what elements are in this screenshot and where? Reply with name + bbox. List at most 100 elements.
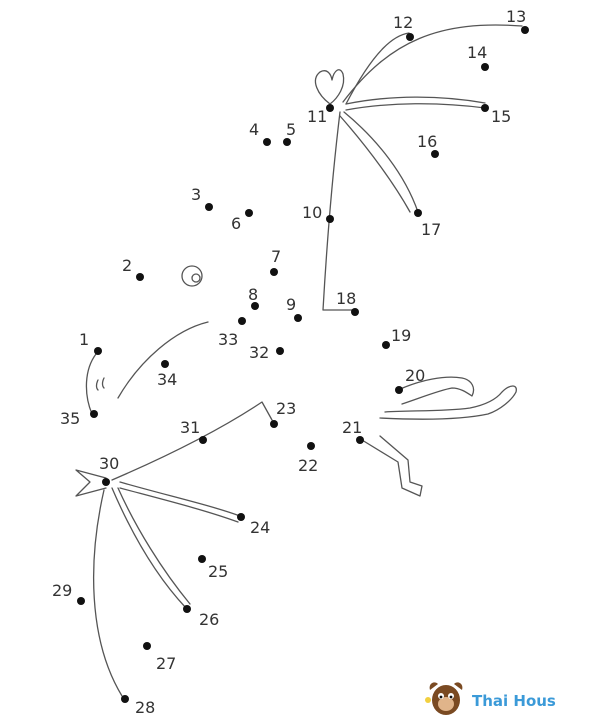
dot-label: 25 xyxy=(208,562,228,581)
dot-35[interactable]: 35 xyxy=(60,409,98,428)
lower-wing-feather-top xyxy=(111,401,273,481)
dot-label: 13 xyxy=(506,7,526,26)
dot-label: 27 xyxy=(156,654,176,673)
lower-wing-feather-right xyxy=(119,481,241,517)
dot-label: 12 xyxy=(393,13,413,32)
dot-label: 4 xyxy=(249,120,259,139)
dot-6[interactable]: 6 xyxy=(231,209,253,233)
dot-31[interactable]: 31 xyxy=(180,418,207,444)
logo-text: Thai Hous xyxy=(472,692,556,710)
dot-4[interactable]: 4 xyxy=(249,120,271,146)
dot-7[interactable]: 7 xyxy=(270,247,281,276)
dot-11[interactable]: 11 xyxy=(307,104,334,126)
dot-30[interactable]: 30 xyxy=(99,454,119,486)
mouth-detail-2 xyxy=(101,377,105,389)
dot-label: 26 xyxy=(199,610,219,629)
leg-foot-lower xyxy=(379,385,517,420)
dot-25[interactable]: 25 xyxy=(198,555,228,581)
dot-29[interactable]: 29 xyxy=(52,581,85,605)
dot-28[interactable]: 28 xyxy=(121,695,155,715)
dot-32[interactable]: 32 xyxy=(249,343,284,362)
dot-label: 8 xyxy=(248,285,258,304)
wing-heart-shape xyxy=(314,69,345,105)
dot-3[interactable]: 3 xyxy=(191,185,213,211)
dot-label: 32 xyxy=(249,343,269,362)
dot-label: 1 xyxy=(79,330,89,349)
eye-outer xyxy=(181,265,203,287)
lower-wing-tip xyxy=(75,469,107,497)
upper-wing-feather-outer xyxy=(342,24,523,103)
mouth-detail-1 xyxy=(95,379,99,391)
cartoon-mascot-icon xyxy=(425,682,463,715)
dot-label: 5 xyxy=(286,120,296,139)
dot-label: 24 xyxy=(250,518,270,537)
lower-wing-feather-right2 xyxy=(119,487,239,523)
dot-label: 3 xyxy=(191,185,201,204)
dot-label: 7 xyxy=(271,247,281,266)
dot-label: 31 xyxy=(180,418,200,437)
dot-label: 35 xyxy=(60,409,80,428)
dot-label: 14 xyxy=(467,43,487,62)
dot-label: 11 xyxy=(307,107,327,126)
dot-16[interactable]: 16 xyxy=(417,132,439,158)
dot-label: 29 xyxy=(52,581,72,600)
mouth-curve xyxy=(85,353,97,415)
dot-10[interactable]: 10 xyxy=(302,203,334,223)
dot-15[interactable]: 15 xyxy=(481,104,511,126)
dot-8[interactable]: 8 xyxy=(248,285,259,310)
dot-12[interactable]: 12 xyxy=(393,13,414,41)
body-edge-right xyxy=(322,111,353,311)
dot-34[interactable]: 34 xyxy=(157,360,177,389)
upper-wing-feather-mid2 xyxy=(345,103,486,111)
dot-20[interactable]: 20 xyxy=(395,366,425,394)
dot-23[interactable]: 23 xyxy=(270,399,296,428)
dot-22[interactable]: 22 xyxy=(298,442,318,475)
dot-9[interactable]: 9 xyxy=(286,295,302,322)
dot-label: 20 xyxy=(405,366,425,385)
dot-label: 16 xyxy=(417,132,437,151)
dot-26[interactable]: 26 xyxy=(183,605,219,629)
dot-label: 15 xyxy=(491,107,511,126)
dot-label: 23 xyxy=(276,399,296,418)
drawing-outline xyxy=(75,24,523,697)
leg-foot-upper xyxy=(397,376,475,405)
dot-label: 33 xyxy=(218,330,238,349)
dot-label: 21 xyxy=(342,418,362,437)
dot-label: 34 xyxy=(157,370,177,389)
dot-label: 28 xyxy=(135,698,155,715)
dot-17[interactable]: 17 xyxy=(414,209,441,239)
dot-24[interactable]: 24 xyxy=(237,513,270,537)
dot-33[interactable]: 33 xyxy=(218,317,246,349)
dot-label: 2 xyxy=(122,256,132,275)
dot-label: 30 xyxy=(99,454,119,473)
upper-wing-feather-low xyxy=(343,111,419,213)
dot-label: 10 xyxy=(302,203,322,222)
dot-label: 9 xyxy=(286,295,296,314)
lower-wing-feather-long xyxy=(92,489,123,697)
dot-21[interactable]: 21 xyxy=(342,418,364,444)
dot-19[interactable]: 19 xyxy=(382,326,411,349)
dot-label: 6 xyxy=(231,214,241,233)
dot-18[interactable]: 18 xyxy=(336,289,359,316)
dot-label: 17 xyxy=(421,220,441,239)
numbered-dots: 1 2 3 4 5 6 7 8 9 10 11 12 13 14 15 16 1… xyxy=(52,7,529,715)
lower-wing-feather-mid xyxy=(111,487,187,609)
dot-5[interactable]: 5 xyxy=(283,120,296,146)
dot-14[interactable]: 14 xyxy=(467,43,489,71)
eye-inner xyxy=(191,273,201,283)
dot-label: 22 xyxy=(298,456,318,475)
dot-13[interactable]: 13 xyxy=(506,7,529,34)
chin-curve xyxy=(117,321,209,399)
upper-wing-feather-mid xyxy=(345,96,486,105)
dot-2[interactable]: 2 xyxy=(122,256,144,281)
dot-label: 18 xyxy=(336,289,356,308)
upper-wing-feather-low2 xyxy=(339,115,411,213)
dot-label: 19 xyxy=(391,326,411,345)
dot-1[interactable]: 1 xyxy=(79,330,102,355)
dot-27[interactable]: 27 xyxy=(143,642,176,673)
lower-wing-feather-mid2 xyxy=(117,487,191,605)
upper-wing-feather-top xyxy=(345,32,410,105)
leg-foot-bottom xyxy=(361,435,423,497)
brand-logo: Thai Hous xyxy=(425,682,556,715)
